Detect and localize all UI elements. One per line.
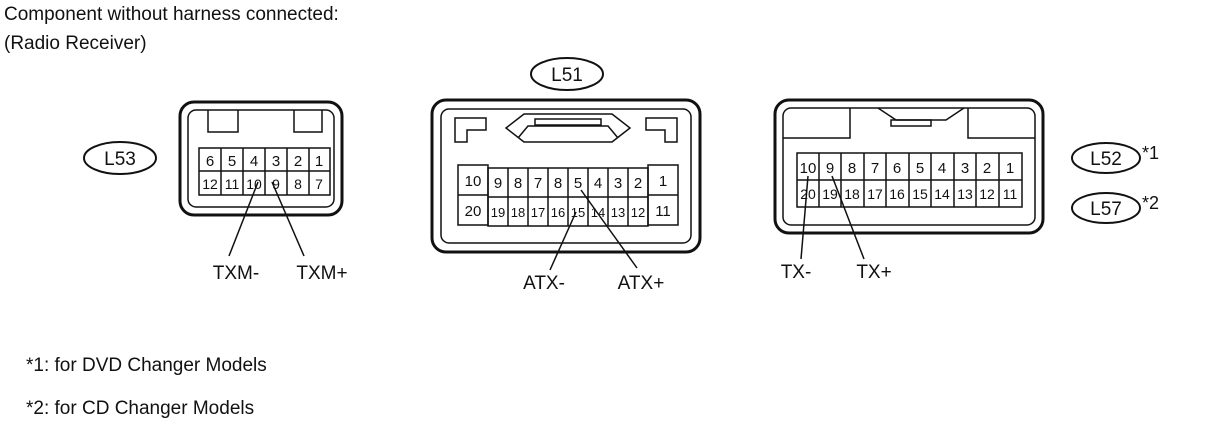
pin-label: 4	[938, 160, 946, 177]
pin-label: 16	[889, 186, 905, 202]
pin-label: 11	[225, 176, 240, 192]
header-line-2: (Radio Receiver)	[4, 33, 147, 54]
connector-label-l57: L57	[1090, 199, 1122, 220]
pin-label: 7	[315, 176, 323, 192]
pin-label: 13	[957, 186, 973, 202]
connector-housing-inner	[782, 107, 1036, 226]
signal-label-tx-minus: TX-	[781, 262, 812, 283]
leader-line	[271, 181, 305, 257]
pin-label: 1	[1006, 160, 1014, 177]
connector-housing-outer	[178, 100, 344, 217]
signal-label-txm-minus: TXM-	[213, 263, 259, 284]
connector-latch	[504, 113, 632, 143]
leader-line	[580, 189, 638, 269]
pin-label: 12	[631, 205, 645, 220]
pin-label: 6	[206, 153, 214, 170]
connector-label-oval	[530, 57, 604, 91]
leader-line	[800, 175, 809, 260]
footnote-mark-2: *2	[1142, 193, 1159, 213]
pin-label: 17	[531, 205, 545, 220]
connector-label-l53: L53	[104, 149, 136, 170]
footnote-mark-1: *1	[1142, 143, 1159, 163]
connector-housing-outer	[773, 98, 1045, 235]
pin-label: 10	[465, 173, 482, 190]
pin-label: 16	[551, 205, 565, 220]
pin-label: 5	[916, 160, 924, 177]
pin-label: 9	[272, 176, 280, 192]
pin-label: 8	[848, 160, 856, 177]
pin-label: 8	[294, 176, 302, 192]
pin-label: 12	[202, 176, 218, 192]
pin-label: 9	[826, 160, 834, 177]
footnote-1: *1: for DVD Changer Models	[26, 355, 267, 376]
pin-label: 20	[465, 203, 482, 220]
pin-label: 2	[634, 175, 642, 192]
pin-label: 19	[822, 186, 838, 202]
pin-label: 8	[554, 175, 562, 192]
connector-l51: L51 10 20 1 11 9 8 7 8 5 4	[430, 57, 702, 294]
connector-housing-outer	[430, 98, 702, 254]
pin-label: 1	[315, 153, 323, 170]
pin-label: 13	[611, 205, 625, 220]
pin-label: 2	[983, 160, 991, 177]
pin-label: 7	[534, 175, 542, 192]
connector-guide-left	[454, 117, 487, 143]
pin-label: 1	[659, 173, 667, 190]
leader-line	[228, 181, 259, 257]
pin-label: 3	[961, 160, 969, 177]
footnote-2: *2: for CD Changer Models	[26, 398, 255, 419]
connector-key-left	[207, 110, 239, 133]
connector-l53: L53 6 5 4 3 2 1 12 11 10 9 8 7 TXM-	[83, 100, 348, 284]
pin-label: 11	[1003, 186, 1018, 202]
connector-label-oval	[1071, 142, 1141, 174]
connector-l52-l57: 10 9 8 7 6 5 4 3 2 1 20 19 18 17 16 15 1…	[773, 98, 1159, 283]
connector-label-l51: L51	[551, 65, 583, 86]
pin-label: 18	[844, 186, 860, 202]
pin-label: 14	[934, 186, 950, 202]
connector-label-oval	[83, 141, 157, 175]
connector-guide-right	[645, 117, 678, 143]
pin-label: 4	[594, 175, 602, 192]
pin-label: 6	[893, 160, 901, 177]
pin-label: 15	[912, 186, 928, 202]
connector-key-right	[293, 110, 323, 133]
pin-label: 5	[228, 153, 236, 170]
header-line-1: Component without harness connected:	[4, 4, 339, 25]
pin-label: 4	[250, 153, 258, 170]
pin-label: 9	[494, 175, 502, 192]
pin-label: 3	[614, 175, 622, 192]
pin-label: 2	[294, 153, 302, 170]
leader-line	[831, 175, 865, 260]
pin-label: 20	[800, 186, 816, 202]
pin-label: 8	[514, 175, 522, 192]
pin-label: 18	[511, 205, 525, 220]
pin-label: 3	[272, 153, 280, 170]
pin-label: 7	[871, 160, 879, 177]
pin-label: 11	[655, 203, 671, 220]
connector-housing-inner	[440, 108, 692, 244]
leader-line	[549, 211, 577, 271]
pin-label: 12	[979, 186, 995, 202]
pin-label: 10	[246, 176, 262, 192]
signal-label-atx-minus: ATX-	[523, 273, 565, 294]
signal-label-atx-plus: ATX+	[618, 273, 665, 294]
signal-label-txm-plus: TXM+	[296, 263, 347, 284]
connector-housing-inner	[187, 109, 335, 208]
connector-latch	[877, 107, 965, 121]
connector-label-l52: L52	[1090, 149, 1122, 170]
pin-label: 19	[491, 205, 505, 220]
pin-label: 10	[800, 160, 817, 177]
pin-label: 5	[574, 175, 582, 192]
connector-label-oval	[1071, 192, 1141, 224]
signal-label-tx-plus: TX+	[856, 262, 891, 283]
pin-label: 17	[867, 186, 883, 202]
